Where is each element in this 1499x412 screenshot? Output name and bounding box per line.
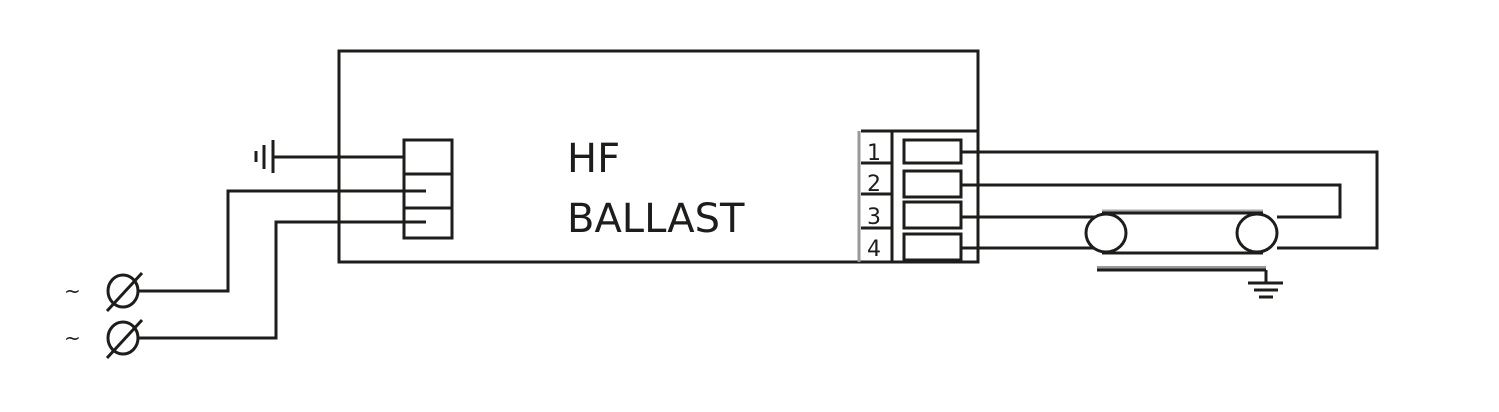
ballast-label-ballast: BALLAST bbox=[567, 196, 745, 242]
mains-terminal-icon bbox=[105, 318, 144, 360]
ground-icon bbox=[1097, 266, 1283, 299]
input-terminal-block bbox=[402, 138, 454, 240]
output-terminal-block bbox=[857, 129, 978, 262]
wire-neutral bbox=[139, 220, 426, 340]
terminal-number: 3 bbox=[867, 205, 881, 230]
wire-terminal-1 bbox=[961, 150, 1379, 250]
supply-symbol: ~ bbox=[64, 326, 81, 350]
fluorescent-lamp-icon bbox=[1084, 209, 1279, 255]
mains-terminal-icon bbox=[105, 271, 144, 313]
terminal-number: 1 bbox=[867, 141, 881, 166]
wire-terminal-2 bbox=[961, 183, 1342, 219]
wire-live bbox=[139, 189, 426, 293]
supply-symbol: ~ bbox=[64, 279, 81, 303]
terminal-number: 4 bbox=[867, 237, 881, 262]
ballast-label-hf: HF bbox=[567, 136, 620, 182]
terminal-number: 2 bbox=[867, 172, 881, 197]
earth-ground-icon bbox=[254, 140, 404, 173]
